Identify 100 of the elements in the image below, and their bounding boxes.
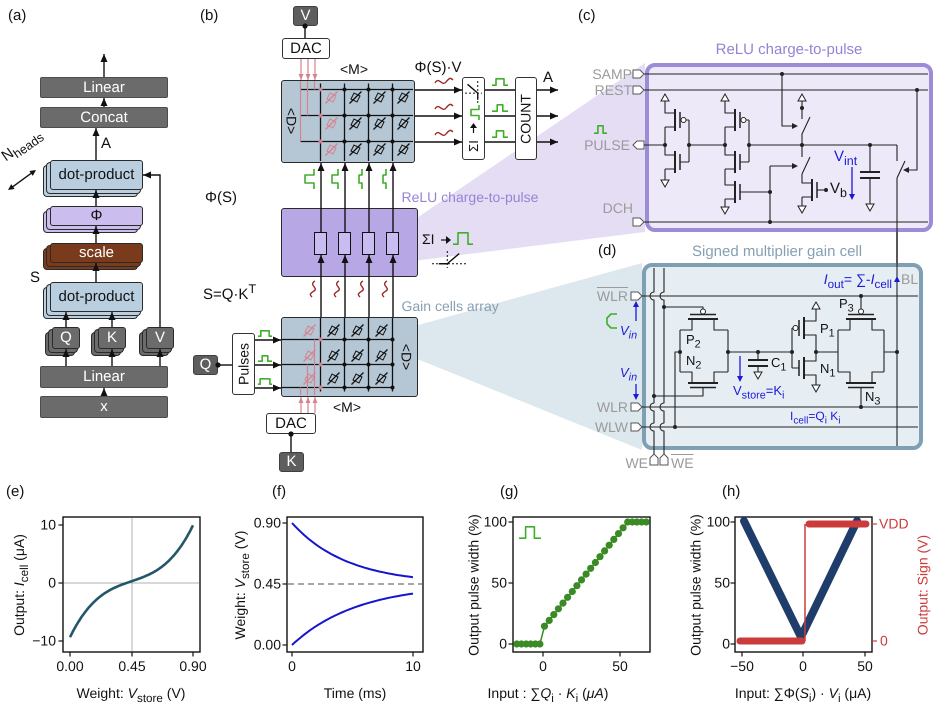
node-label: Linear	[83, 79, 125, 96]
signal-name: WE	[625, 456, 648, 472]
tick-label: 50	[714, 575, 730, 591]
node-label: Q	[60, 330, 72, 346]
axis-title: Output pulse width (%)	[466, 514, 482, 656]
node-label: scale	[78, 244, 114, 262]
transistor-label: N$_{3}$	[865, 390, 880, 408]
signal-name: WLR	[596, 289, 628, 304]
tick-label: 0.45	[254, 576, 281, 592]
axis-title: Output: Sign (V)	[915, 534, 931, 636]
panel-label: (c)	[578, 8, 596, 24]
tick-label: −10	[32, 633, 56, 649]
arrow	[255, 384, 281, 392]
layer-box	[40, 396, 168, 418]
arrow	[100, 388, 108, 396]
arrow	[390, 163, 396, 232]
voltage-label: V$_{b}$	[830, 181, 847, 201]
arrow	[537, 138, 558, 146]
arrow	[318, 255, 324, 317]
node-label: DAC	[290, 40, 322, 57]
connector-line	[485, 89, 515, 91]
arrow	[108, 349, 116, 366]
connector-line	[215, 362, 232, 368]
transistor-label: P$_{1}$	[820, 322, 835, 340]
transistor-label: N$_{2}$	[686, 354, 702, 372]
arrow	[143, 172, 161, 327]
signal-name: REST	[594, 83, 632, 98]
panel-label: (b)	[200, 8, 218, 24]
arrow	[415, 138, 462, 146]
current-label: I$_{cell}$=Q$_{i}$ K$_{i}$	[790, 410, 841, 426]
signal-name: WLW	[594, 420, 628, 436]
tick-label: 50	[612, 659, 628, 674]
tick-label: 0.00	[254, 637, 281, 653]
formula-label: Φ(S)	[205, 190, 237, 206]
voltage-label: V$_{int}$	[834, 149, 858, 169]
panel-label: (a)	[8, 8, 26, 24]
node-label: Pulses	[236, 342, 252, 386]
arrow	[415, 86, 462, 94]
arrow	[156, 349, 164, 366]
signal-name: WLR	[596, 400, 628, 416]
panel-title: ReLU charge-to-pulse	[716, 42, 862, 58]
array-size-label: <M>	[333, 400, 362, 416]
tick-label: 100	[706, 514, 730, 530]
tick-label: 0	[539, 659, 547, 674]
panel-label: (e)	[6, 484, 24, 500]
arrow	[312, 59, 318, 80]
tick-label: 10	[40, 517, 56, 533]
array-size-label: <M>	[340, 62, 368, 78]
node-label: Φ	[90, 208, 102, 224]
node-label: dot-product	[58, 166, 134, 184]
input-tag	[279, 452, 304, 472]
panel-label: (h)	[722, 484, 740, 500]
edge-label: Φ(S)·V	[414, 60, 462, 76]
tick-label: 0.45	[118, 659, 146, 674]
node-label: Linear	[83, 368, 125, 386]
input-tag	[193, 355, 218, 375]
arrow	[312, 397, 318, 413]
tick-label: 0	[499, 636, 507, 652]
tick-label: VDD	[879, 516, 909, 532]
node-label: dot-product	[58, 288, 134, 306]
arrow	[342, 255, 348, 317]
transistor-label: P$_{2}$	[686, 333, 701, 352]
annotation-label: S	[30, 270, 40, 286]
arrow	[298, 59, 304, 80]
arrow	[366, 255, 372, 317]
panel-title: Signed multiplier gain cell	[692, 244, 862, 260]
dac-box	[282, 38, 330, 59]
arrow	[62, 312, 70, 327]
relu-unit-box	[338, 232, 351, 254]
arrow	[100, 54, 108, 77]
signal-name: WE	[671, 456, 694, 472]
axis-title: Input: ∑Φ(S$_{i}$) · V$_{i}$ (μA)	[734, 686, 872, 706]
arrow	[92, 128, 100, 160]
node-label: COUNT	[518, 94, 534, 144]
arrow	[108, 312, 116, 327]
arrow	[255, 362, 281, 368]
arrow	[92, 226, 100, 243]
edge-label: A	[543, 70, 553, 86]
panel-label: (g)	[500, 484, 518, 500]
tick-label: 0	[288, 659, 296, 674]
axis-title: Weight: V$_{store}$ (V)	[76, 686, 186, 706]
signal-name: PULSE	[584, 138, 630, 154]
node-label: V	[300, 8, 310, 24]
signal-name: DCH	[602, 201, 633, 216]
arrow	[306, 397, 310, 413]
arrow	[92, 190, 100, 206]
arrow	[537, 86, 558, 94]
tick-label: 0	[880, 633, 888, 649]
tick-label: −50	[730, 659, 754, 674]
arrow	[298, 397, 304, 413]
pulse-generator-box	[232, 333, 255, 395]
arrow	[415, 112, 462, 120]
array-size-label: <D>	[398, 343, 414, 370]
counter-box	[515, 77, 537, 160]
connector-line	[485, 141, 515, 143]
voltage-label: V$_{in}$	[620, 366, 638, 384]
block-title: Gain cells array	[402, 298, 499, 314]
edge-label: A	[101, 136, 112, 152]
relu-unit-box	[314, 232, 327, 254]
arrow	[342, 163, 348, 232]
